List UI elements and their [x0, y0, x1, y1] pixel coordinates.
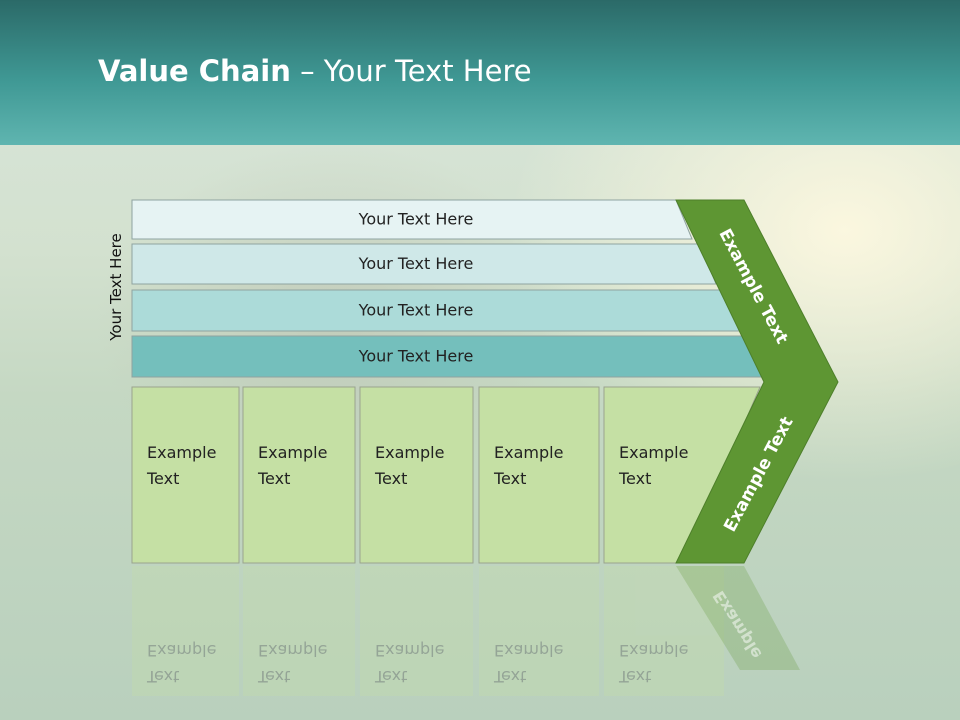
page-title: Value Chain – Your Text Here	[98, 54, 532, 88]
activity-label-line1: Example	[494, 443, 563, 462]
activity-reflection-line1: Example	[258, 641, 327, 660]
activity-label-line1: Example	[375, 443, 444, 462]
activity-reflection-line1: Example	[375, 641, 444, 660]
activity-reflection-line2: Text	[374, 667, 407, 686]
support-row-label: Your Text Here	[358, 254, 474, 273]
activity-box	[359, 386, 474, 564]
activity-box-reflection	[479, 566, 599, 696]
title-bold: Value Chain	[98, 54, 291, 88]
support-row-label: Your Text Here	[358, 301, 474, 320]
margin-chevron	[675, 199, 839, 564]
activity-label-line2: Text	[618, 469, 651, 488]
title-bar: Value Chain – Your Text Here	[0, 0, 960, 145]
support-row-label: Your Text Here	[358, 210, 474, 229]
activity-reflection-line1: Example	[147, 641, 216, 660]
support-row	[131, 243, 717, 285]
activity-box-reflection	[360, 566, 473, 696]
margin-chevron-reflection	[676, 566, 800, 670]
activity-reflection-line2: Text	[146, 667, 179, 686]
activity-box-reflection	[132, 566, 239, 696]
activity-label-line1: Example	[147, 443, 216, 462]
activity-reflection-line2: Text	[257, 667, 290, 686]
activity-box-reflection	[243, 566, 355, 696]
activity-label-line2: Text	[257, 469, 290, 488]
activity-reflection-line1: Example	[619, 641, 688, 660]
support-row-label: Your Text Here	[358, 347, 474, 366]
activity-reflection-line2: Text	[618, 667, 651, 686]
support-row	[131, 199, 693, 240]
activity-label-line2: Text	[374, 469, 407, 488]
activity-reflection-line2: Text	[493, 667, 526, 686]
activity-box	[131, 386, 240, 564]
activity-box	[478, 386, 600, 564]
activity-box-reflection	[604, 566, 724, 696]
title-subtitle: – Your Text Here	[290, 54, 532, 88]
activity-box	[242, 386, 356, 564]
activity-label-line2: Text	[493, 469, 526, 488]
activity-label-line1: Example	[619, 443, 688, 462]
activity-label-line2: Text	[146, 469, 179, 488]
activity-label-line1: Example	[258, 443, 327, 462]
activity-reflection-line1: Example	[494, 641, 563, 660]
